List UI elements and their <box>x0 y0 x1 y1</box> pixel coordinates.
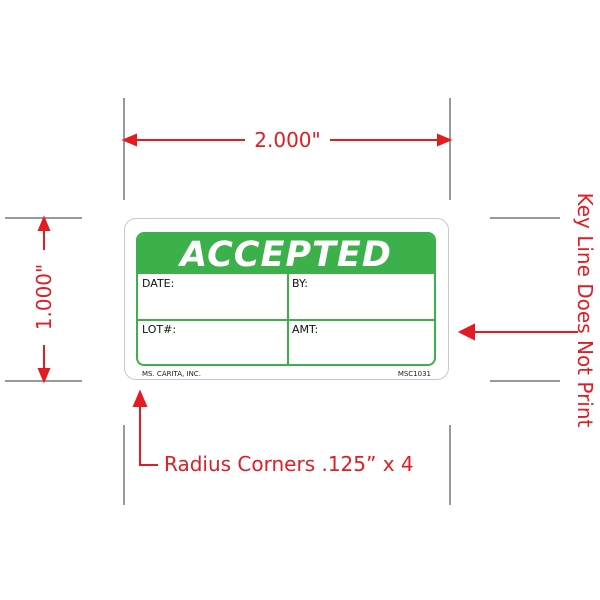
field-lot: LOT#: <box>142 323 177 336</box>
label-body: ACCEPTED DATE: BY: LOT#: AMT: <box>136 232 436 366</box>
radius-note: Radius Corners .125” x 4 <box>164 452 414 476</box>
height-dimension: 1.000" <box>32 263 56 331</box>
field-date: DATE: <box>142 277 175 290</box>
width-dimension: 2.000" <box>254 128 321 152</box>
company-name: MS. CARITA, INC. <box>142 370 201 378</box>
keyline-note: Key Line Does Not Print <box>573 192 597 428</box>
label-title: ACCEPTED <box>138 234 434 275</box>
label-keyline: ACCEPTED DATE: BY: LOT#: AMT: MS. CARITA… <box>124 218 449 380</box>
field-amt: AMT: <box>292 323 319 336</box>
product-code: MSC1031 <box>397 370 431 378</box>
horizontal-divider <box>138 319 434 321</box>
field-by: BY: <box>292 277 308 290</box>
